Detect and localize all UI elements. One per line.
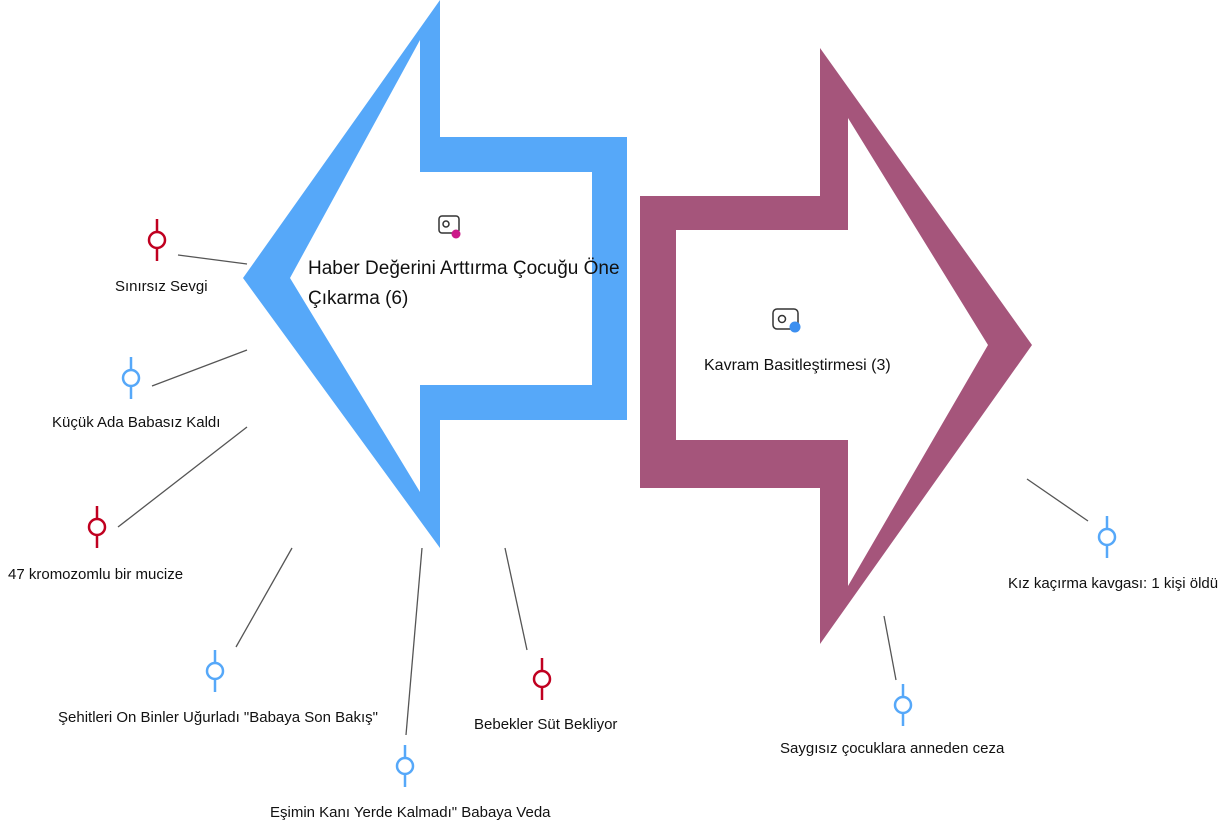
doc-kucuk-ada[interactable]: Küçük Ada Babasız Kaldı	[52, 357, 220, 431]
document-pin-icon	[121, 357, 141, 399]
document-pin-icon	[87, 506, 107, 548]
doc-label: Şehitleri On Binler Uğurladı "Babaya Son…	[58, 709, 378, 726]
doc-esimin-kani[interactable]: Eşimin Kanı Yerde Kalmadı" Babaya Veda	[270, 745, 551, 821]
doc-label: Küçük Ada Babasız Kaldı	[52, 414, 220, 431]
left-arrow-shape	[243, 0, 627, 548]
doc-label: Saygısız çocuklara anneden ceza	[780, 740, 1005, 757]
doc-saygisiz[interactable]: Saygısız çocuklara anneden ceza	[780, 684, 1005, 757]
code-label-line1: Haber Değerini Arttırma Çocuğu Öne	[308, 258, 620, 279]
doc-sinirsiz-sevgi[interactable]: Sınırsız Sevgi	[115, 219, 208, 295]
code-label-line2: Çıkarma (6)	[308, 288, 408, 309]
doc-kiz-kacirma[interactable]: Kız kaçırma kavgası: 1 kişi öldü	[1008, 516, 1218, 592]
doc-bebekler[interactable]: Bebekler Süt Bekliyor	[474, 658, 617, 733]
document-pin-icon	[395, 745, 415, 787]
document-pin-icon	[532, 658, 552, 700]
document-pin-icon	[893, 684, 913, 726]
doc-label: Sınırsız Sevgi	[115, 278, 208, 295]
doc-label: Kız kaçırma kavgası: 1 kişi öldü	[1008, 575, 1218, 592]
code-kavram-basitlestirmesi[interactable]: Kavram Basitleştirmesi (3)	[704, 308, 891, 374]
doc-47-kromozomlu[interactable]: 47 kromozomlu bir mucize	[8, 506, 183, 583]
doc-label: 47 kromozomlu bir mucize	[8, 566, 183, 583]
code-tag-icon	[772, 308, 801, 333]
connector-lines	[117, 254, 1089, 736]
code-label: Kavram Basitleştirmesi (3)	[704, 357, 891, 374]
doc-label: Eşimin Kanı Yerde Kalmadı" Babaya Veda	[270, 804, 551, 821]
right-arrow-shape	[640, 48, 1032, 644]
doc-label: Bebekler Süt Bekliyor	[474, 716, 617, 733]
document-pin-icon	[1097, 516, 1117, 558]
document-pin-icon	[147, 219, 167, 261]
code-haber-degeri[interactable]: Haber Değerini Arttırma Çocuğu Öne Çıkar…	[308, 215, 620, 309]
document-pin-icon	[205, 650, 225, 692]
code-tag-icon	[438, 215, 461, 239]
doc-sehitleri[interactable]: Şehitleri On Binler Uğurladı "Babaya Son…	[58, 650, 378, 726]
